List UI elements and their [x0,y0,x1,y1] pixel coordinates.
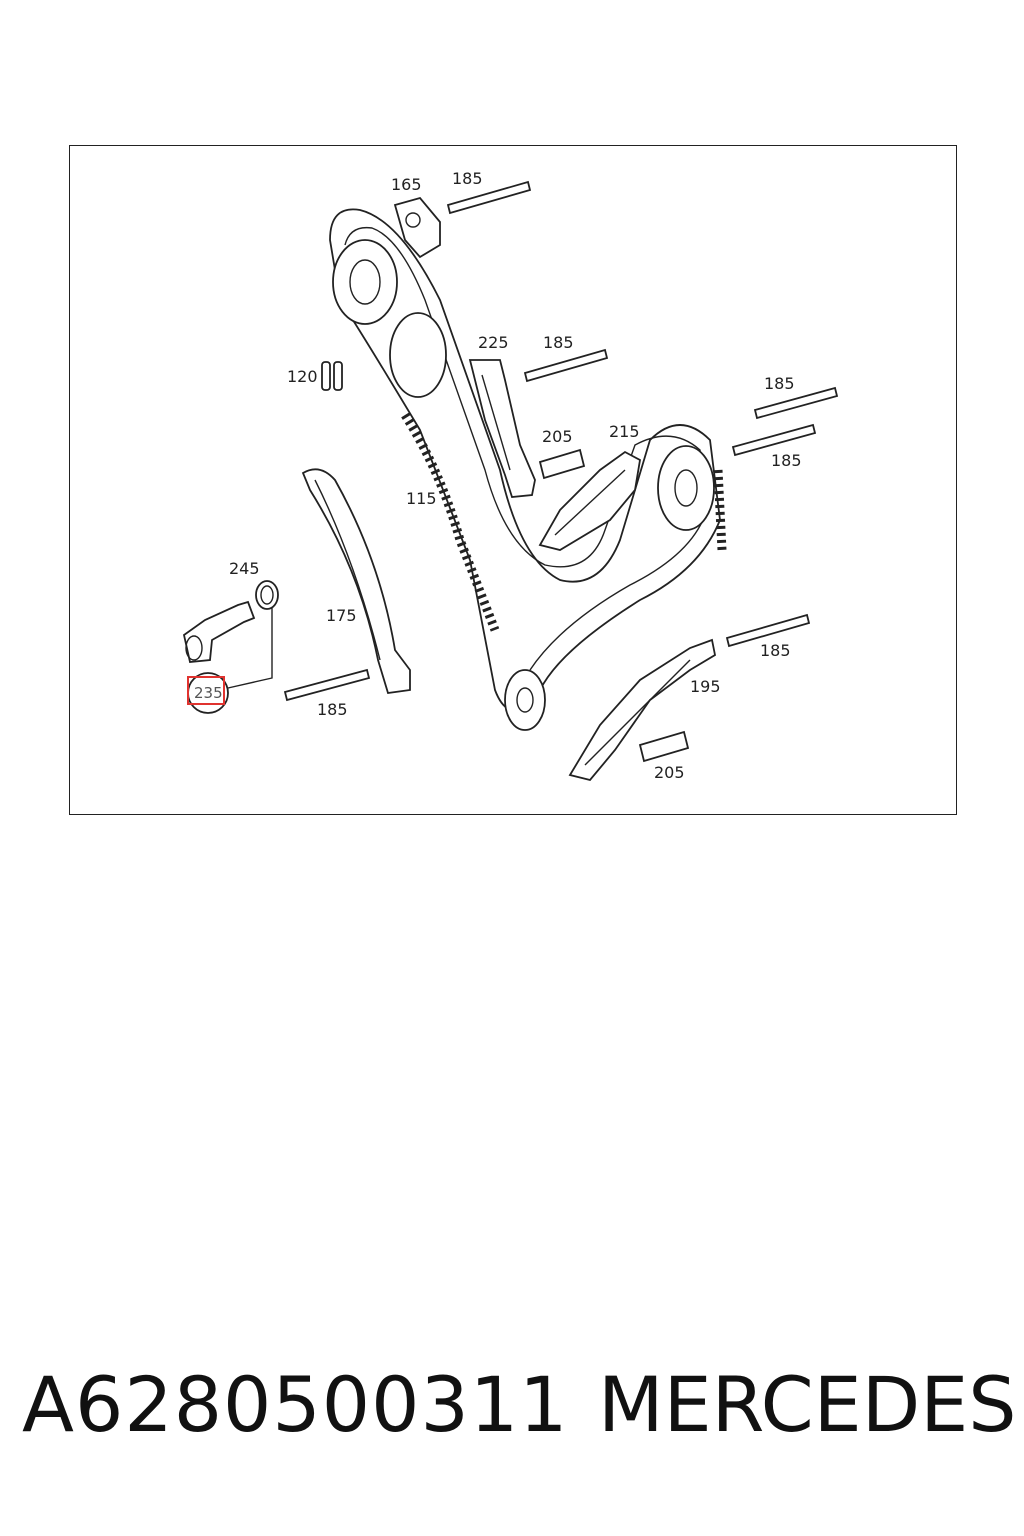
bolts-205 [538,448,690,763]
guide-rail-225 [468,359,536,498]
callout-185-right-bottom: 185 [760,641,791,660]
callout-245: 245 [229,559,260,578]
callout-120: 120 [287,367,318,386]
sprocket-right [657,445,727,551]
part-number: A6280500311 [22,1360,569,1449]
callout-195: 195 [690,677,721,696]
sprocket-lower [504,669,546,731]
callout-185-right-lower: 185 [771,451,802,470]
callout-235: 235 [194,684,223,702]
chain-tensioner-235 [182,600,273,689]
pins-185 [283,180,839,702]
callout-215: 215 [609,422,640,441]
callout-185-top: 185 [452,169,483,188]
timing-chain [401,412,500,632]
callout-185-mid: 185 [543,333,574,352]
chain-link-120 [321,361,343,391]
callout-115: 115 [406,489,437,508]
highlight-box [187,676,225,705]
callout-185-left-bottom: 185 [317,700,348,719]
guide-rail-195 [568,638,717,782]
sprocket-upper [332,239,447,398]
callout-205-lower: 205 [654,763,685,782]
guide-rail-215 [538,450,641,551]
bracket-165 [393,196,441,259]
seal-ring-245 [255,580,279,610]
callout-175: 175 [326,606,357,625]
callout-205-upper: 205 [542,427,573,446]
callout-165: 165 [391,175,422,194]
callout-225: 225 [478,333,509,352]
tensioner-rail [301,468,411,694]
callout-185-right-upper: 185 [764,374,795,393]
brand-name: MERCEDES [598,1360,1017,1449]
footer-caption: A6280500311 MERCEDES [0,1360,1024,1480]
diagram-frame [69,145,957,815]
